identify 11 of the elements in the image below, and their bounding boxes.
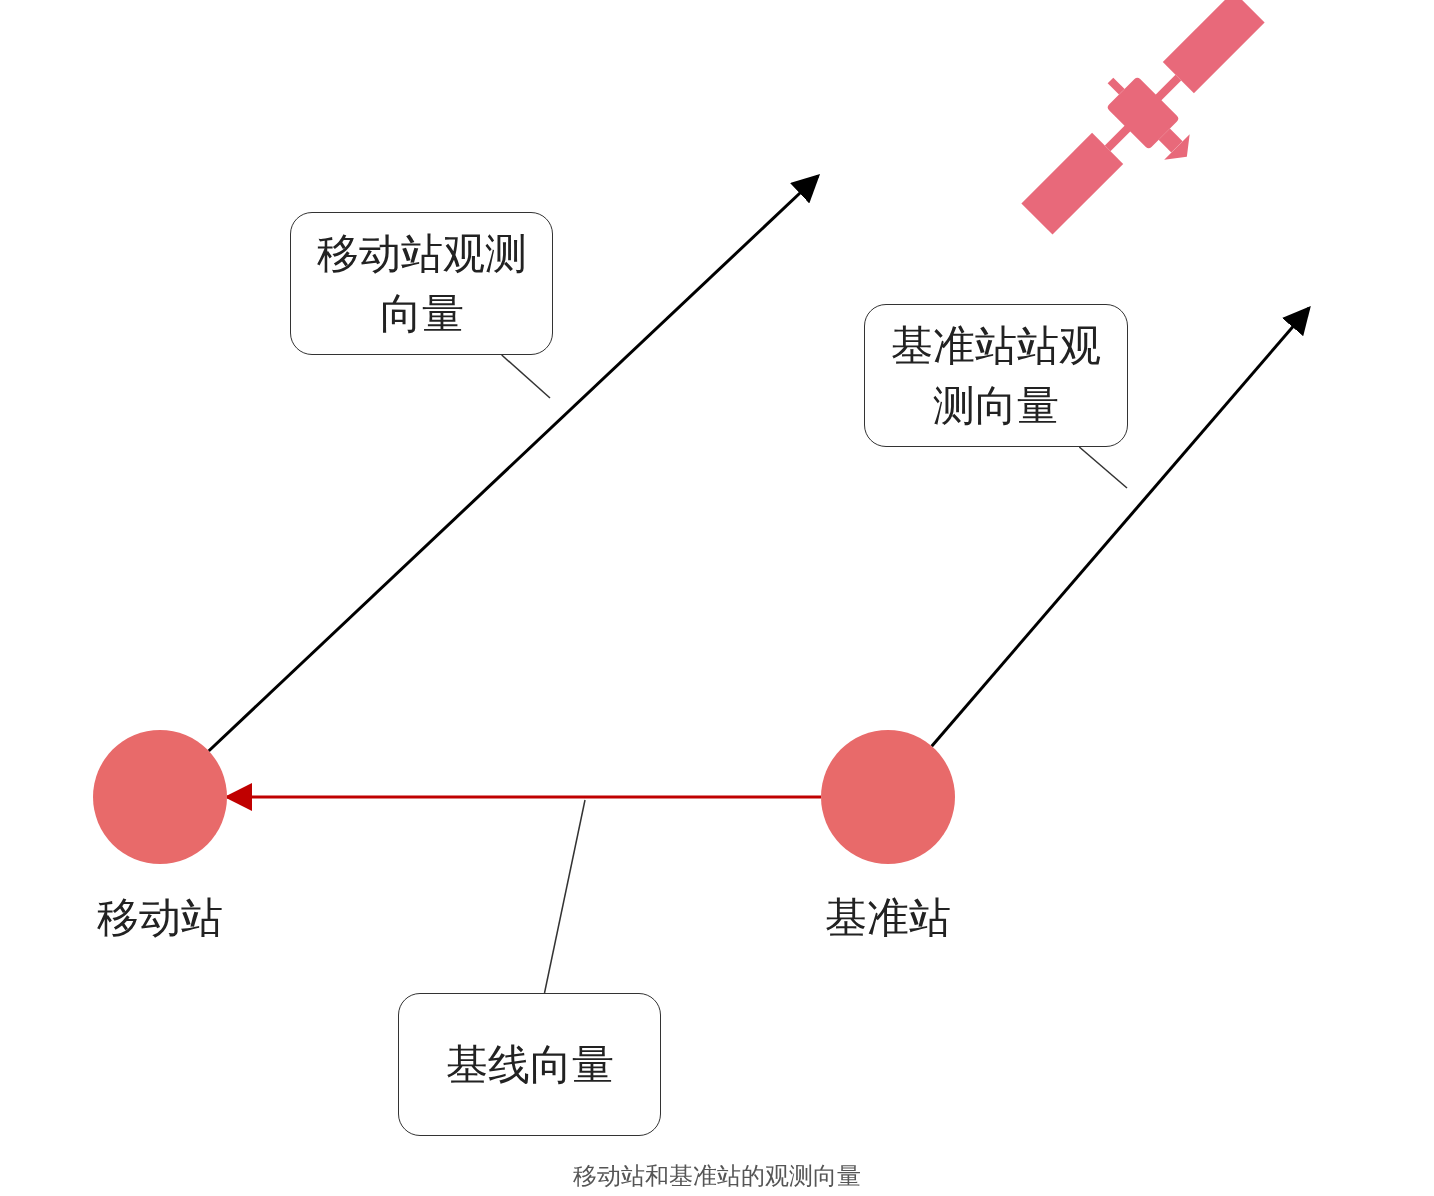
leader-line (500, 354, 551, 399)
arrow (207, 174, 821, 753)
callout-box: 移动站观测向量 (290, 212, 553, 355)
leader-line (543, 799, 586, 994)
caption: 移动站和基准站的观测向量 (573, 1162, 861, 1189)
arrow (930, 305, 1311, 748)
station-label: 基准站 (825, 894, 951, 943)
leader-line (1078, 446, 1128, 489)
callout-box: 基线向量 (398, 993, 661, 1136)
callout-box: 基准站站观测向量 (864, 304, 1128, 447)
station-label: 移动站 (97, 894, 223, 943)
